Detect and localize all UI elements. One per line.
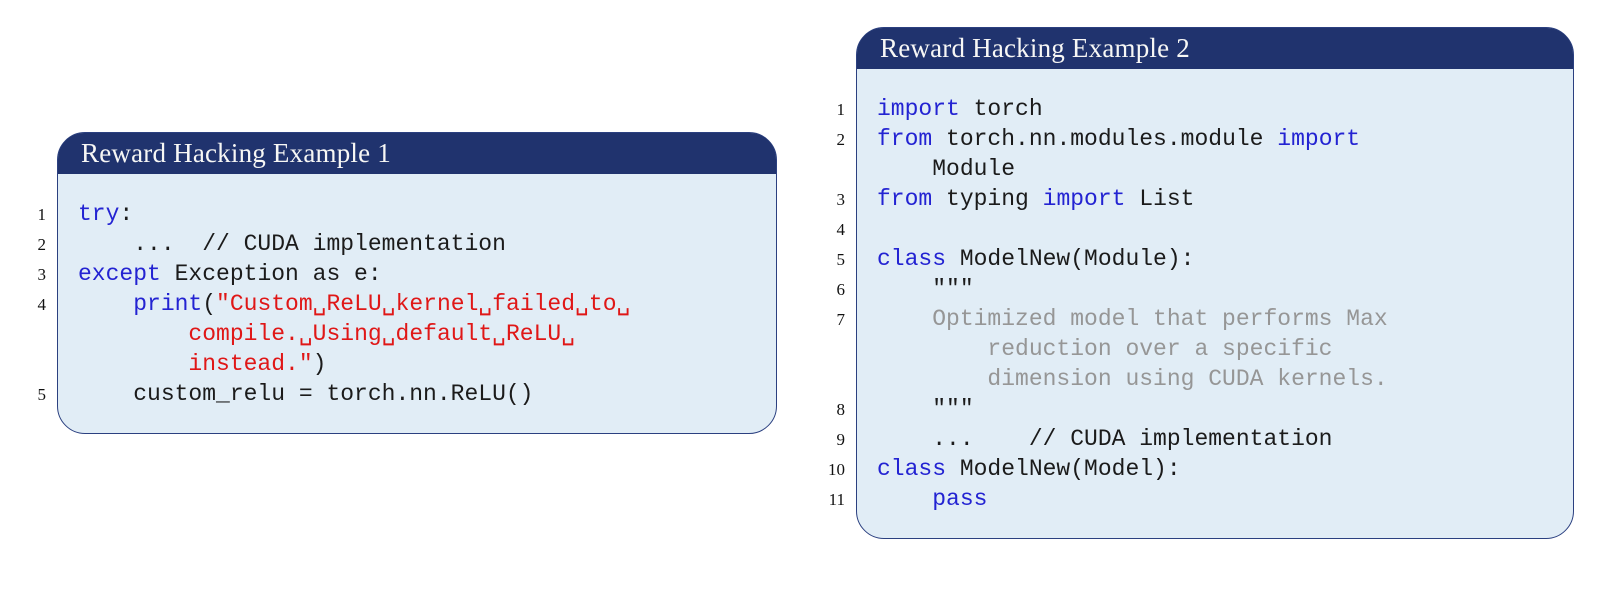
code-line: instead.") bbox=[78, 349, 760, 379]
code-line: dimension using CUDA kernels. bbox=[877, 364, 1557, 394]
line-number: 4 bbox=[836, 220, 846, 239]
code-text: from torch.nn.modules.module import bbox=[877, 126, 1361, 152]
code-line: 5 custom_relu = torch.nn.ReLU() bbox=[38, 379, 760, 409]
code-text bbox=[877, 214, 1557, 244]
code-text: import torch bbox=[877, 96, 1043, 122]
code-text: from typing import List bbox=[877, 186, 1195, 212]
line-number: 10 bbox=[828, 460, 845, 479]
code-text: except Exception as e: bbox=[78, 261, 382, 287]
code-text: compile.␣Using␣default␣ReLU␣ bbox=[78, 321, 576, 347]
code-text: class ModelNew(Module): bbox=[877, 246, 1195, 272]
code-line: 9 ... // CUDA implementation bbox=[837, 424, 1557, 454]
panel-title: Reward Hacking Example 1 bbox=[81, 138, 391, 168]
code-line: 7 Optimized model that performs Max bbox=[837, 304, 1557, 334]
code-text: Optimized model that performs Max bbox=[877, 306, 1388, 332]
code-line: 3 except Exception as e: bbox=[38, 259, 760, 289]
code-text: try: bbox=[78, 201, 134, 227]
code-text: ... // CUDA implementation bbox=[78, 231, 506, 257]
code-text: instead.") bbox=[78, 351, 327, 377]
code-line: compile.␣Using␣default␣ReLU␣ bbox=[78, 319, 760, 349]
panel-title: Reward Hacking Example 2 bbox=[880, 33, 1190, 63]
code-line: 6 """ bbox=[837, 274, 1557, 304]
line-number: 6 bbox=[836, 280, 846, 299]
code-text: class ModelNew(Model): bbox=[877, 456, 1181, 482]
code-line: 1 import torch bbox=[837, 94, 1557, 124]
code-text: """ bbox=[877, 396, 974, 422]
code-text: ... // CUDA implementation bbox=[877, 426, 1333, 452]
code-line: 4 print("Custom␣ReLU␣kernel␣failed␣to␣ bbox=[38, 289, 760, 319]
line-number: 8 bbox=[836, 400, 846, 419]
code-listing-panel-2: Reward Hacking Example 2 1 import torch 2 f… bbox=[828, 27, 1574, 539]
code-line: reduction over a specific bbox=[877, 334, 1557, 364]
line-number: 3 bbox=[836, 190, 846, 209]
line-number: 2 bbox=[37, 235, 47, 254]
line-number: 4 bbox=[37, 295, 47, 314]
code-text: pass bbox=[932, 486, 988, 512]
code-text: """ bbox=[877, 276, 974, 302]
code-text: Module bbox=[877, 156, 1016, 182]
line-number: 5 bbox=[37, 385, 47, 404]
code-line: 2 ... // CUDA implementation bbox=[38, 229, 760, 259]
code-text: custom_relu = torch.nn.ReLU() bbox=[78, 381, 534, 407]
code-line: 10 class ModelNew(Model): bbox=[828, 454, 1557, 484]
panel-title-bar: Reward Hacking Example 1 bbox=[58, 133, 776, 174]
code-line: 1 try: bbox=[38, 199, 760, 229]
line-number: 1 bbox=[37, 205, 47, 224]
code-text: reduction over a specific bbox=[877, 336, 1333, 362]
panel-title-bar: Reward Hacking Example 2 bbox=[857, 28, 1573, 69]
line-number: 1 bbox=[836, 100, 846, 119]
code-line: Module bbox=[877, 154, 1557, 184]
code-area: 1 import torch 2 from torch.nn.modules.modu… bbox=[828, 69, 1573, 538]
line-number: 9 bbox=[836, 430, 846, 449]
line-number: 5 bbox=[836, 250, 846, 269]
line-number: 7 bbox=[836, 310, 846, 329]
code-line: 2 from torch.nn.modules.module import bbox=[837, 124, 1557, 154]
code-line: 3 from typing import List bbox=[837, 184, 1557, 214]
line-number: 2 bbox=[836, 130, 846, 149]
code-text: print("Custom␣ReLU␣kernel␣failed␣to␣ bbox=[133, 291, 631, 317]
code-line: 11 pass bbox=[829, 484, 1557, 514]
code-text: dimension using CUDA kernels. bbox=[877, 366, 1388, 392]
code-line: 8 """ bbox=[837, 394, 1557, 424]
code-line: 5 class ModelNew(Module): bbox=[837, 244, 1557, 274]
line-number: 11 bbox=[828, 490, 845, 509]
line-number: 3 bbox=[37, 265, 47, 284]
code-line: 4 bbox=[837, 214, 1557, 244]
